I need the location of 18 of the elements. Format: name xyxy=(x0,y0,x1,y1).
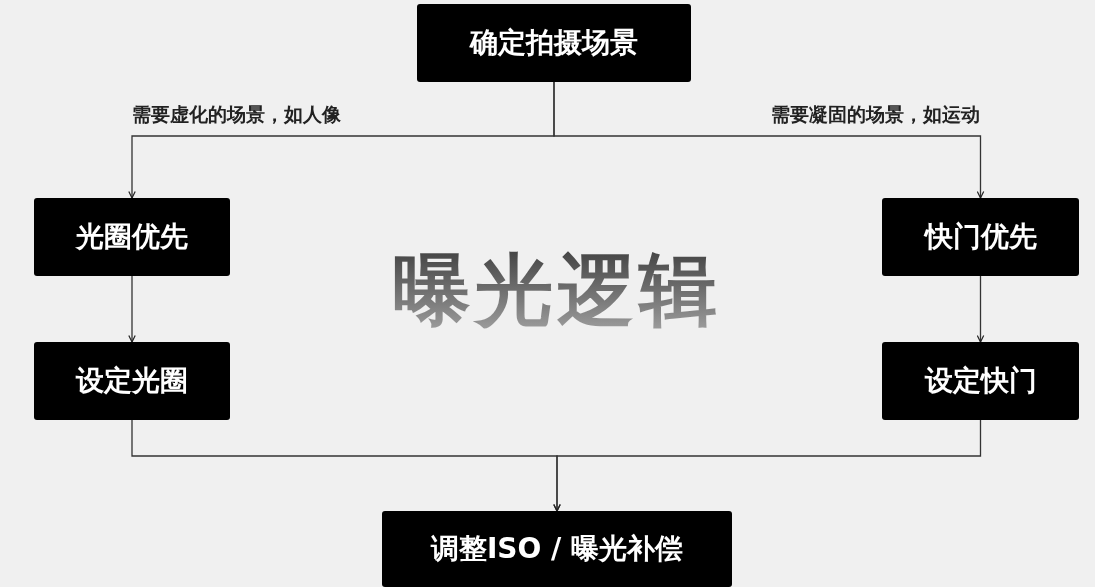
arrow xyxy=(553,419,982,512)
process-box xyxy=(382,511,732,587)
edge-label: 需要虚化的场景，如人像 xyxy=(132,102,341,127)
arrow xyxy=(128,275,136,343)
process-box xyxy=(34,342,230,420)
process-box xyxy=(882,342,1079,420)
process-box xyxy=(882,198,1079,276)
process-box xyxy=(417,4,691,82)
process-box xyxy=(34,198,230,276)
edge-label: 需要凝固的场景，如运动 xyxy=(771,102,980,127)
arrow xyxy=(553,81,985,199)
box-text: 设定快门 xyxy=(924,363,1037,399)
box-text: 快门优先 xyxy=(924,219,1037,255)
box-text: 确定拍摄场景 xyxy=(470,25,638,61)
box-text: 光圈优先 xyxy=(76,219,188,255)
box-text: 调整ISO / 曝光补偿 xyxy=(430,531,684,567)
box-text: 设定光圈 xyxy=(76,363,188,399)
arrow xyxy=(976,275,985,343)
